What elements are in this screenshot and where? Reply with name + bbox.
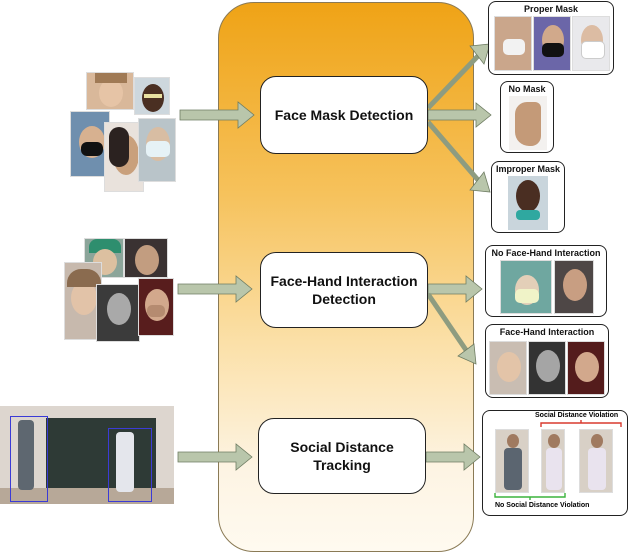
input-photo-man-bw [96,284,140,342]
sd-person-2 [541,429,565,493]
input-photo-woman-hand-mouth [138,278,174,336]
face-hand-detection-box: Face-Hand Interaction Detection [260,252,428,328]
social-distance-output: Social Distance Violation No Social Dist… [482,410,628,516]
face-hand-label-line2: Detection [312,291,376,307]
face-hand-label: Face-Hand Interaction [499,327,595,337]
no-mask-label: No Mask [508,84,546,94]
face-hand-photo-2 [528,341,566,395]
output-arrow-fh-interaction [425,292,469,352]
no-mask-photo [509,96,547,150]
no-face-hand-output: No Face-Hand Interaction [485,245,607,317]
face-hand-photo-1 [489,341,527,395]
social-distance-box: Social Distance Tracking [258,418,426,494]
face-hand-photo-3 [567,341,605,395]
input-photo-man-hand [124,238,168,278]
social-distance-label-line2: Tracking [313,457,371,473]
face-hand-output: Face-Hand Interaction [485,324,609,398]
no-sd-violation-label: No Social Distance Violation [495,502,590,509]
output-arrow-social [425,443,481,471]
face-hand-label-line1: Face-Hand Interaction [270,273,418,289]
improper-mask-photo [508,176,548,230]
no-face-hand-photo-1 [500,260,552,314]
output-arrow-improper [426,120,480,182]
input-photo-woman-black-mask [70,111,110,177]
output-arrow-no-mask [427,102,492,128]
sd-person-3 [579,429,613,493]
input-photo-woman-thinking [64,262,102,340]
social-distance-label-line1: Social Distance [290,439,394,455]
proper-mask-output: Proper Mask [488,1,614,75]
improper-mask-output: Improper Mask [491,161,565,233]
no-mask-output: No Mask [500,81,554,153]
input-photo-woman-mask [86,72,134,110]
improper-mask-label: Improper Mask [495,164,561,174]
sd-brackets [494,420,622,500]
input-arrow-hand [177,275,253,303]
proper-mask-photo-3 [572,16,610,71]
input-arrow-mask [179,101,255,129]
face-mask-detection-box: Face Mask Detection [260,76,428,154]
sd-violation-label: Social Distance Violation [535,412,619,419]
no-face-hand-label: No Face-Hand Interaction [491,248,601,258]
no-face-hand-photo-2 [554,260,594,314]
proper-mask-label: Proper Mask [523,4,579,14]
input-photo-man-glasses [134,77,170,115]
face-mask-detection-label: Face Mask Detection [274,107,414,123]
input-photo-man-surgical-mask [138,118,176,182]
sd-person-1 [495,429,529,493]
output-arrow-hand [427,275,483,303]
proper-mask-photo-2 [533,16,571,71]
proper-mask-photo-1 [494,16,532,71]
input-photo-woman-profile [104,122,144,192]
input-arrow-social [177,443,253,471]
output-arrow-proper [426,54,480,110]
input-photo-classroom [0,406,174,504]
